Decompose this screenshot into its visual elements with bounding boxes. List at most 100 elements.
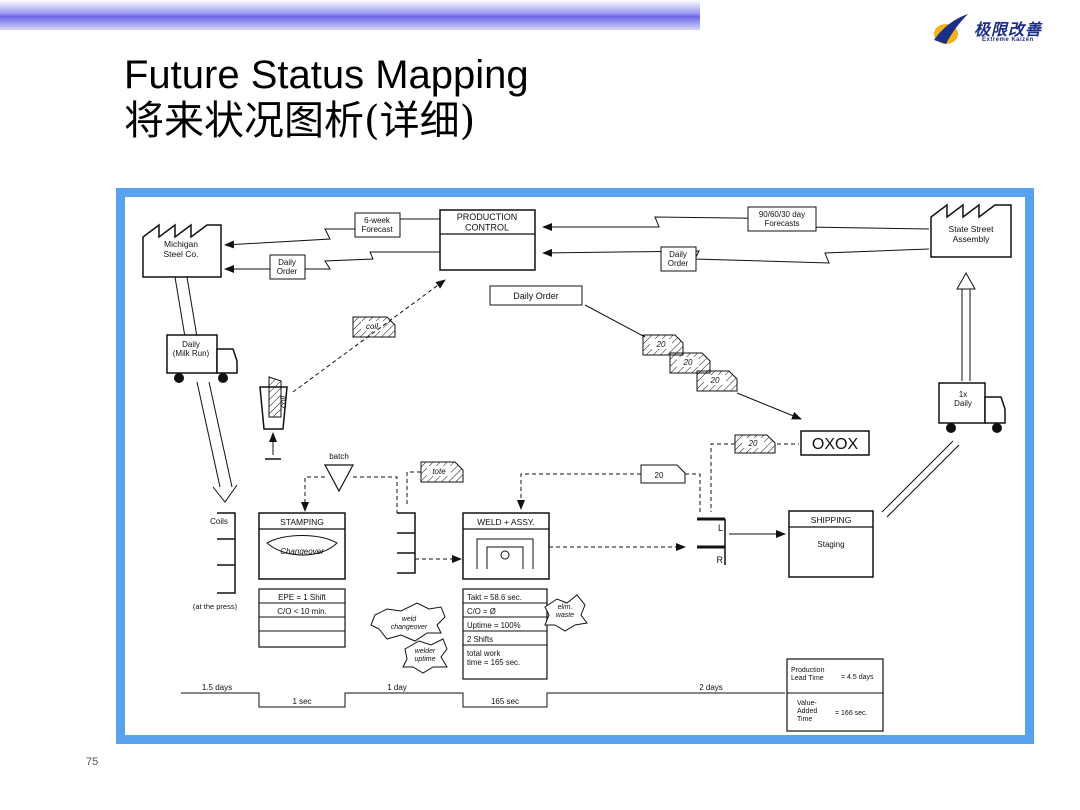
order-flow-to-supplier bbox=[224, 251, 440, 273]
supplier-shipment-line bbox=[174, 276, 198, 338]
forecast-flow-to-supplier bbox=[224, 218, 440, 249]
svg-text:Uptime = 100%: Uptime = 100% bbox=[467, 621, 521, 630]
changeover-kaizen-burst: Changeover bbox=[280, 547, 324, 556]
daily-order-pc-box: Daily Order bbox=[489, 285, 583, 306]
page-number: 75 bbox=[86, 756, 99, 768]
tote-supermarket bbox=[397, 512, 416, 574]
svg-text:Coils: Coils bbox=[210, 517, 228, 526]
logo-swoosh-icon bbox=[934, 14, 968, 44]
svg-text:Staging: Staging bbox=[817, 540, 844, 549]
elim-waste-burst: elim.waste bbox=[544, 594, 588, 632]
shipping-process-box: SHIPPING Staging bbox=[788, 510, 874, 578]
svg-text:2 Shifts: 2 Shifts bbox=[467, 635, 493, 644]
kanban-post: coil bbox=[259, 376, 288, 430]
slide-title-english: Future Status Mapping bbox=[124, 53, 529, 97]
tote-kanban-card: tote bbox=[420, 461, 464, 483]
svg-text:coil: coil bbox=[279, 396, 288, 408]
svg-text:Daily Order: Daily Order bbox=[513, 291, 559, 301]
kanban-20-cards: 20 20 20 bbox=[642, 334, 738, 392]
weld-assy-process-box: WELD + ASSY. bbox=[462, 512, 550, 580]
svg-text:SHIPPING: SHIPPING bbox=[811, 515, 852, 525]
slide-title-chinese: 将来状况图析(详细) bbox=[124, 98, 476, 144]
logo-text: 极限改善 bbox=[974, 22, 1043, 39]
svg-text:Daily(Milk Run): Daily(Milk Run) bbox=[173, 340, 210, 358]
svg-text:batch: batch bbox=[329, 452, 349, 461]
svg-text:1 sec: 1 sec bbox=[292, 697, 311, 706]
shipping-supermarket: L R bbox=[697, 517, 726, 565]
brand-logo: 极限改善 Extreme Kaizen bbox=[930, 12, 1060, 48]
svg-text:R: R bbox=[717, 555, 724, 565]
oxox-label: OXOX bbox=[812, 436, 859, 453]
svg-text:EPE = 1 Shift: EPE = 1 Shift bbox=[278, 593, 327, 602]
svg-text:WELD + ASSY.: WELD + ASSY. bbox=[477, 517, 535, 527]
customer-ship-arrowhead bbox=[956, 271, 976, 290]
svg-text:tote: tote bbox=[432, 467, 446, 476]
order-flow-from-customer bbox=[542, 248, 930, 264]
coils-supermarket: Coils (at the press) bbox=[193, 512, 238, 611]
withdrawal-kanban-flow bbox=[292, 279, 446, 393]
svg-text:165 sec: 165 sec bbox=[491, 697, 519, 706]
forecast-flow-from-customer bbox=[542, 216, 930, 231]
svg-text:C/O < 10 min.: C/O < 10 min. bbox=[277, 607, 327, 616]
svg-text:elim.waste: elim.waste bbox=[556, 604, 574, 619]
svg-text:STAMPING: STAMPING bbox=[280, 517, 324, 527]
svg-text:1.5 days: 1.5 days bbox=[202, 683, 232, 692]
svg-text:20: 20 bbox=[655, 471, 664, 480]
svg-text:= 4.5 days: = 4.5 days bbox=[841, 674, 874, 681]
batch-signal: batch bbox=[323, 452, 355, 493]
svg-text:L: L bbox=[718, 523, 723, 533]
svg-text:Takt = 58.6 sec.: Takt = 58.6 sec. bbox=[467, 593, 522, 602]
stamping-data-box: EPE = 1 Shift C/O < 10 min. bbox=[258, 588, 346, 648]
kanban-to-load-leveling bbox=[736, 392, 802, 420]
svg-text:(at the press): (at the press) bbox=[193, 602, 238, 611]
svg-text:20: 20 bbox=[656, 340, 666, 349]
load-leveling-box: OXOX bbox=[800, 430, 870, 456]
svg-text:coil: coil bbox=[366, 322, 378, 331]
svg-text:C/O = Ø: C/O = Ø bbox=[467, 607, 496, 616]
svg-text:20: 20 bbox=[748, 439, 758, 448]
kanban-coil-card: coil bbox=[352, 316, 396, 338]
milk-run-truck: Daily(Milk Run) bbox=[166, 334, 238, 383]
stamping-process-box: STAMPING Changeover bbox=[258, 512, 346, 580]
signal-20-card: 20 bbox=[640, 464, 686, 484]
svg-text:1 day: 1 day bbox=[387, 683, 407, 692]
header-gradient-bar bbox=[0, 0, 700, 30]
kanban-20-to-leveling: 20 bbox=[734, 434, 776, 454]
timeline: 1.5 days 1 day 2 days 1 sec 165 sec bbox=[181, 683, 785, 708]
svg-text:= 166 sec.: = 166 sec. bbox=[835, 710, 868, 717]
svg-text:2 days: 2 days bbox=[699, 683, 723, 692]
shipping-to-truck-line bbox=[881, 440, 960, 518]
customer-ship-line bbox=[961, 287, 971, 381]
svg-text:20: 20 bbox=[683, 358, 693, 367]
logo-subtext: Extreme Kaizen bbox=[982, 37, 1034, 43]
svg-text:20: 20 bbox=[710, 376, 720, 385]
shipment-arrow-head bbox=[212, 484, 238, 503]
weld-assy-data-box: Takt = 58.6 sec. C/O = Ø Uptime = 100% 2… bbox=[462, 588, 548, 680]
